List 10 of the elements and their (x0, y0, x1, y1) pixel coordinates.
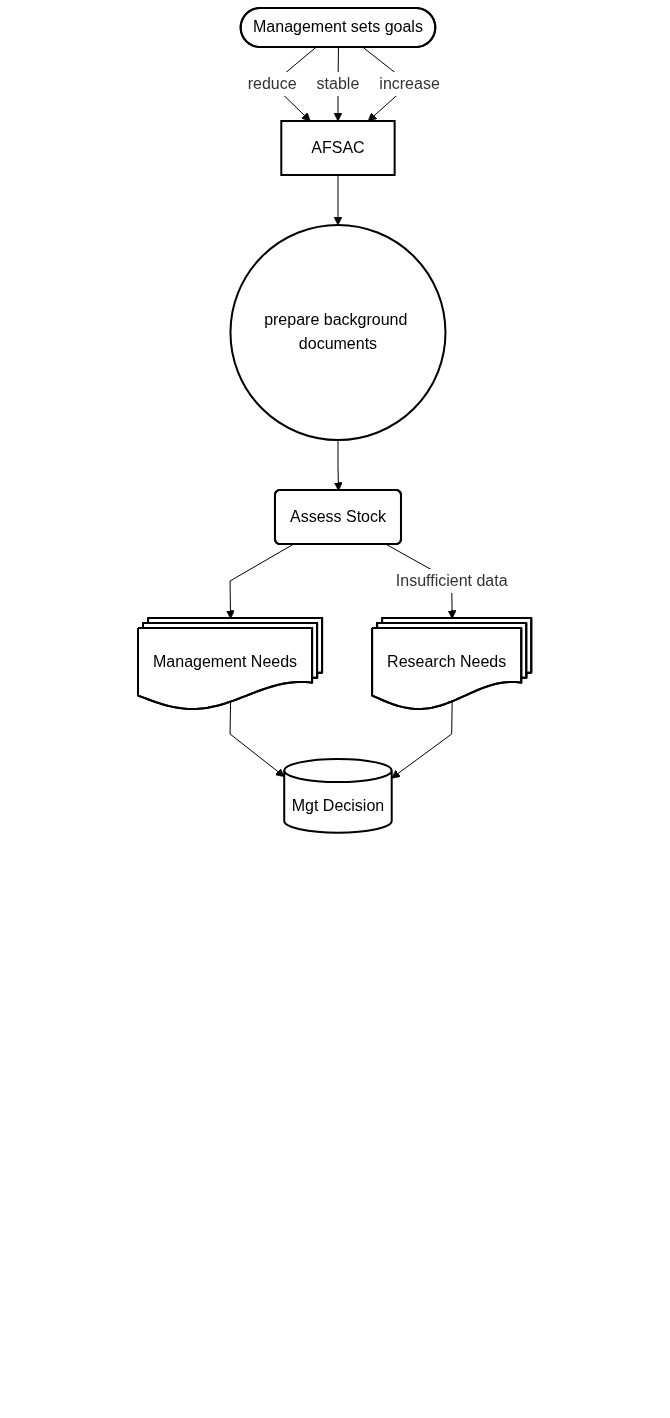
edge-label: reduce (248, 75, 297, 92)
arrow (333, 174, 343, 226)
node-circle: prepare background documents (229, 224, 447, 441)
edge-label: Insufficient data (396, 571, 508, 589)
node-box: AFSAC (280, 120, 396, 176)
arrow (334, 439, 344, 491)
edge-label: increase (379, 75, 441, 92)
arrow (391, 701, 454, 779)
arrow (229, 701, 285, 777)
edge-label: stable (316, 75, 360, 92)
